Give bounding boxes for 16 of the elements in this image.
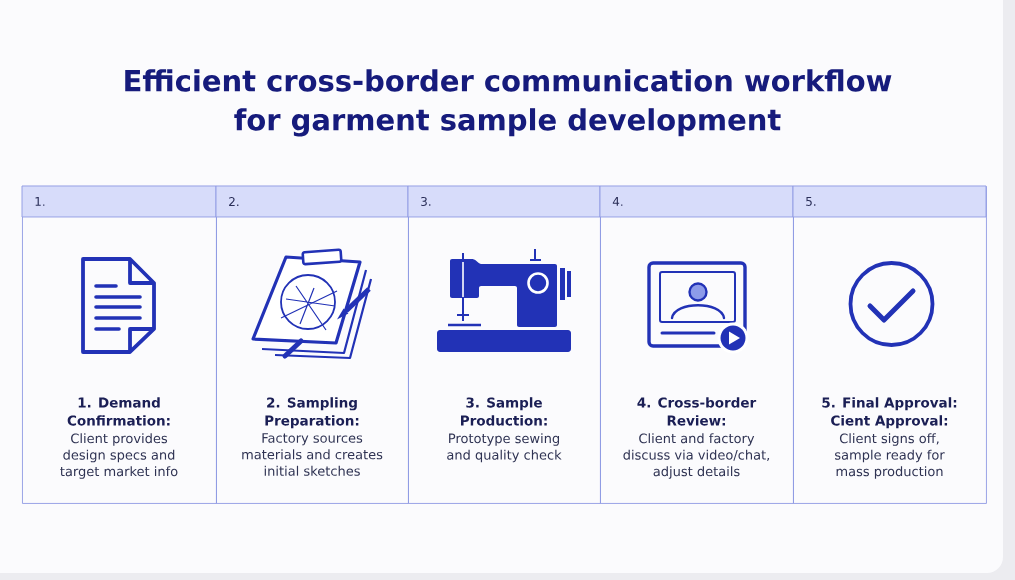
step-description: Client and factory discuss via video/chat, adjust details (623, 433, 770, 479)
step-description: Factory sources materials and creates initial sketches (242, 433, 383, 476)
header-cell: 5. (792, 185, 987, 218)
step-heading: 5. Final Approval: Cient Approval: (822, 397, 957, 429)
step-description: Prototype sewing and quality check (447, 433, 562, 463)
step-description: Client signs off, sample ready for mass production (835, 433, 945, 479)
header-cell: 4. (599, 185, 794, 218)
step-heading: 2. Sampling Preparation: (265, 397, 359, 429)
header-cell: 1. (21, 185, 217, 218)
header-cell: 3. (407, 185, 601, 218)
step-heading: 3. Sample Production: (461, 397, 547, 426)
title: Efficient cross-border communication workflow for garment sample development (125, 69, 892, 137)
step-heading: 1. Demand Confirmation: (67, 397, 170, 426)
step-heading: 4. Cross-border Review: (637, 397, 757, 426)
header-cell: 2. (215, 185, 409, 218)
step-description: Client provides design specs and target market info (60, 433, 178, 479)
